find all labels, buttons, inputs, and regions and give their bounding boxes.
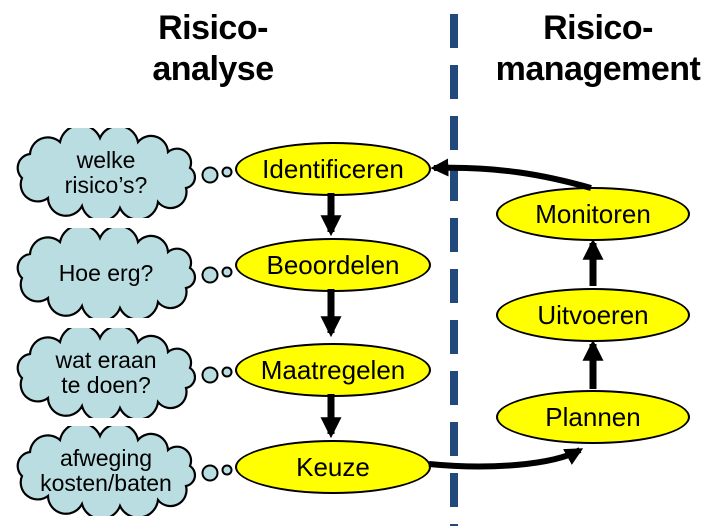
arrow-keuze-to-plannen (428, 447, 584, 470)
thought-tail-circle-large (201, 366, 219, 384)
cloud-icon (16, 128, 233, 218)
thought-tail-circle-large (201, 166, 219, 184)
thought-tail-circle-large (201, 464, 219, 482)
cloud-shape (16, 328, 197, 418)
cloud-icon (16, 328, 233, 418)
arrow-monitoren-to-identificeren (430, 158, 592, 191)
thought-tail-circle-large (201, 266, 219, 284)
thought-tail-circle-small (221, 166, 233, 178)
cloud-shape (16, 128, 197, 218)
thought-tail-circle-small (221, 366, 233, 378)
thought-text: wat eraan te doen? (55, 347, 157, 398)
thought-cloud-wat-eraan-te-doen: wat eraan te doen? (8, 328, 240, 418)
step-maatregelen: Maatregelen (235, 343, 431, 397)
right-section-title: Risico- management (495, 9, 701, 88)
thought-text: Hoe erg? (58, 259, 154, 286)
cloud-icon (16, 426, 233, 516)
step-keuze: Keuze (235, 440, 431, 494)
thought-cloud-welke-risicos: welke risico’s? (8, 128, 240, 218)
step-beoordelen: Beoordelen (235, 238, 431, 292)
thought-text: afweging kosten/baten (40, 445, 172, 496)
step-plannen: Plannen (496, 390, 690, 444)
left-section-title: Risico- analyse (152, 9, 274, 88)
cloud-icon (16, 228, 233, 318)
thought-cloud-hoe-erg: Hoe erg? (8, 228, 240, 318)
thought-cloud-afweging-kosten-baten: afweging kosten/baten (8, 426, 240, 516)
thought-tail-circle-small (221, 266, 233, 278)
thought-tail-circle-small (221, 464, 233, 476)
cloud-shape (16, 228, 197, 318)
cloud-shape (16, 426, 197, 516)
thought-text: welke risico’s? (64, 147, 148, 198)
